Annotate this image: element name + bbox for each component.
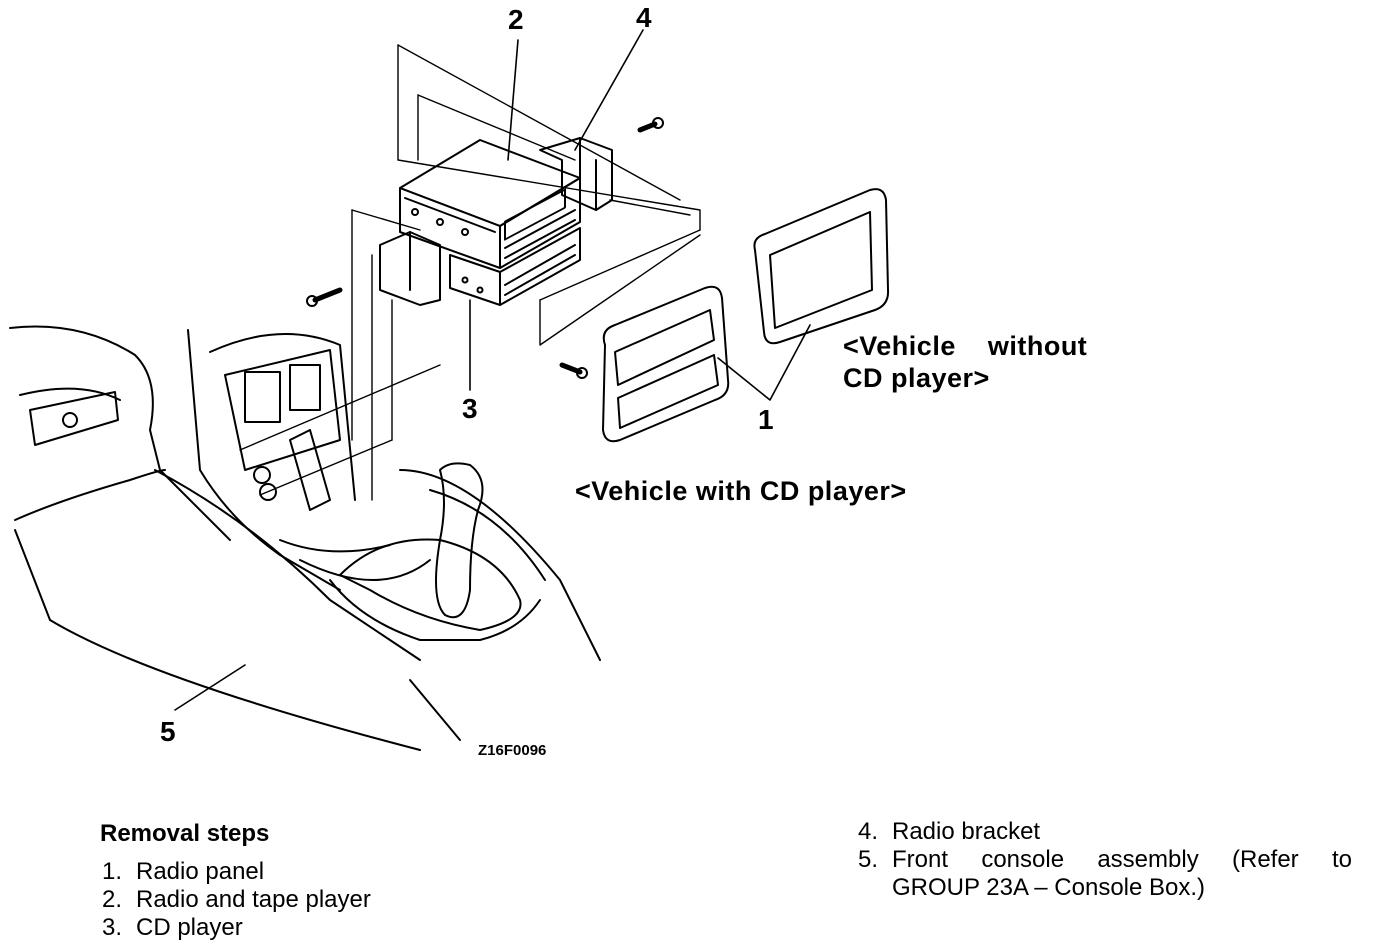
removal-step-3: 3. CD player	[102, 914, 243, 942]
callout-1: 1	[758, 404, 774, 435]
step-number: 4.	[858, 818, 879, 845]
step-text: Front console assembly (Refer to	[892, 846, 1352, 873]
callout-2: 2	[508, 4, 524, 35]
radio-panel-without-cd	[753, 188, 890, 345]
caption-without-cd-line2: CD player>	[843, 363, 990, 393]
radio-bracket	[379, 137, 613, 306]
radio-panel-with-cd	[602, 285, 730, 443]
removal-steps-title: Removal steps	[100, 820, 270, 847]
caption-without-cd-line1: <Vehicle without	[843, 331, 1088, 361]
callout-5: 5	[160, 716, 176, 747]
projection-lines	[239, 44, 701, 501]
step-text: CD player	[136, 914, 243, 941]
callout-3: 3	[462, 393, 478, 424]
caption-with-cd: <Vehicle with CD player>	[575, 476, 907, 506]
radio-tape-player	[399, 139, 581, 269]
step-number: 2.	[102, 886, 123, 913]
callout-4: 4	[636, 2, 652, 33]
removal-step-5-continued: GROUP 23A – Console Box.)	[892, 874, 1206, 901]
removal-step-4: 4. Radio bracket	[858, 818, 1040, 846]
step-text: Radio and tape player	[136, 886, 371, 913]
step-number: 3.	[102, 914, 123, 941]
removal-step-1: 1. Radio panel	[102, 858, 264, 886]
step-number: 1.	[102, 858, 123, 885]
front-console	[9, 325, 601, 751]
figure-code: Z16F0096	[478, 742, 547, 759]
removal-step-5: 5. Front console assembly (Refer to	[858, 846, 1358, 874]
leader-lines	[174, 29, 811, 711]
removal-step-2: 2. Radio and tape player	[102, 886, 371, 914]
step-text: Radio panel	[136, 858, 265, 885]
screws	[306, 117, 664, 379]
cd-player	[449, 227, 581, 306]
step-text: Radio bracket	[892, 818, 1041, 845]
step-number: 5.	[858, 846, 879, 873]
